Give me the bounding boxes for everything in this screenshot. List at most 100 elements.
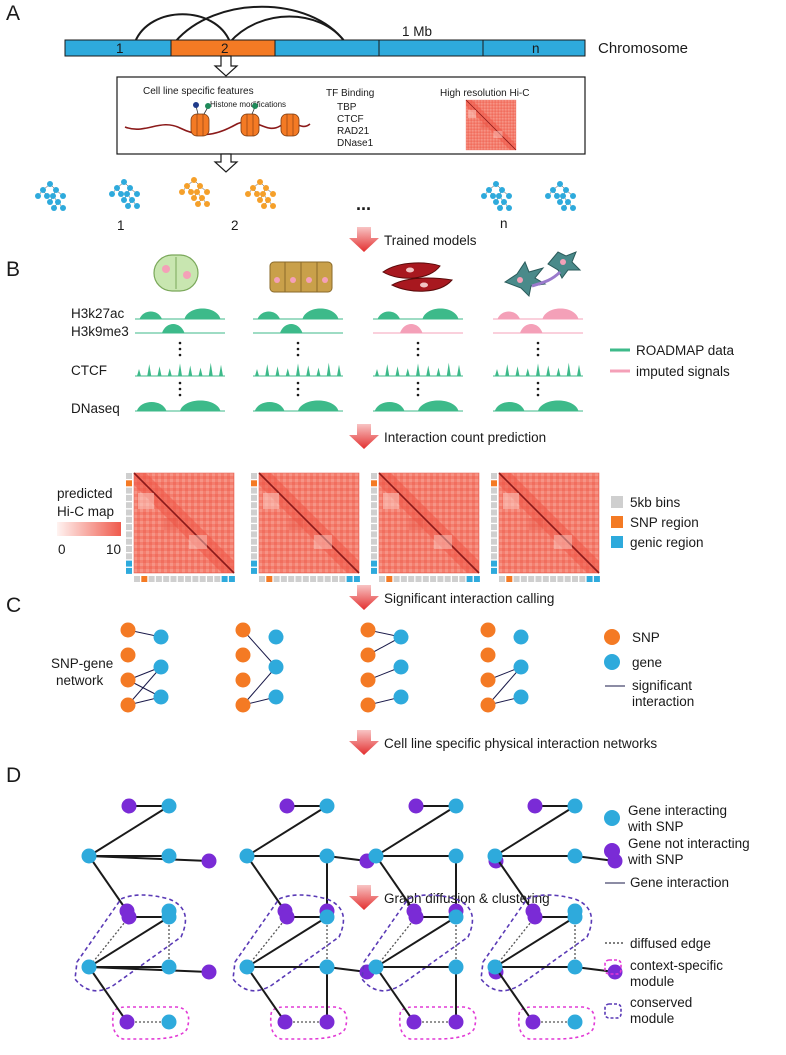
scale-label: 1 Mb [402,24,432,39]
bin-cell [371,538,377,545]
bin-cell [371,516,377,523]
bin-cell [371,487,377,494]
bin-cell [557,576,564,582]
bin-cell [371,494,377,501]
bin-cell [332,576,338,582]
cell-icon [503,251,582,298]
legend-label: conserved [630,995,692,1010]
tree-network [108,178,141,210]
gene-interaction-edge [375,966,415,1023]
histone-mark-icon [205,103,211,109]
bin-cell [126,516,132,523]
gene-not-interacting-node [525,1014,541,1030]
down-arrow-icon [213,55,239,77]
bin-cell [473,576,480,582]
bin-cell [535,576,542,582]
chromosome-bar: 1 2 n 1 Mb Chromosome [64,5,688,57]
tf-item: DNase1 [337,138,374,149]
gene-interaction-edge [88,805,170,857]
ellipsis-dot [536,381,540,385]
legend-label: context-specific [630,958,723,973]
bin-cell [141,576,148,582]
context-specific-module [517,1006,596,1040]
bin-cell [126,494,132,501]
bin-cell [251,531,257,538]
bin-cell [251,524,257,531]
dnaseq-signal [135,400,225,411]
gene-interacting-node [319,909,335,925]
gene-interacting-icon [604,810,620,826]
snp-gene-networks [120,622,529,713]
gene-node [268,659,284,675]
gene-interaction-edge [494,805,576,857]
snp-node [120,672,136,688]
bin-cell [400,576,407,582]
gene-interacting-node [567,1014,583,1030]
bin-cell [126,531,132,538]
gene-interacting-node [368,959,384,975]
step-arrow-icon [349,585,379,610]
bin-cell [415,576,422,582]
bin-cell [371,531,377,538]
bin-cell [170,576,177,582]
snp-gene-network [120,622,169,713]
gene-not-interacting-node [408,798,424,814]
ellipsis-dot [536,387,540,391]
bin-cell [371,560,377,567]
snp-node [480,622,496,638]
chromosome-segment [274,39,380,57]
bin-cell [251,509,257,516]
ctcf-signal [373,362,463,376]
gene-node [393,659,409,675]
snp-node [235,672,251,688]
nucleosome-icon [240,113,260,137]
histone-mark-icon [193,102,199,108]
ellipsis: ... [356,194,371,214]
gene-not-interacting-node [119,1014,135,1030]
legend-label: imputed signals [636,364,730,379]
cell-icon [269,261,333,293]
bin-cell [491,509,497,516]
legend-label: SNP [632,630,660,645]
bin-cell [251,546,257,552]
bin-cell [251,494,257,501]
ellipsis-dot [296,341,300,345]
step-label: Significant interaction calling [384,591,554,606]
bin-cell [550,576,557,582]
conserved-module [74,894,187,992]
snp-node [480,672,496,688]
ellipsis-dot [178,353,182,357]
bin-cell [491,502,497,509]
ellipsis-dot [416,353,420,357]
bin-cell [192,576,199,582]
context-specific-module [111,1006,190,1040]
ellipsis-dot [178,387,182,391]
loop-arc [174,5,346,43]
legend-label: Gene not interacting [628,836,750,851]
legend-label: significant [632,678,692,693]
gene-not-interacting-node [448,1014,464,1030]
gene-not-interacting-node [121,909,137,925]
gene-not-interacting-node [121,798,137,814]
bin-cell [513,576,520,582]
bin-cell [126,473,132,479]
interaction-edge [487,666,522,706]
diffused-edge [494,916,536,968]
ellipsis-dot [416,341,420,345]
bin-cell [491,487,497,494]
bin-cell [579,576,586,582]
gene-not-interacting-node [527,798,543,814]
bin-cell [542,576,549,582]
down-arrow-icon [213,153,239,173]
colorbar: predicted Hi-C map 0 10 [57,486,121,557]
chromosome-segment [482,39,586,57]
gene-not-interacting-node [279,909,295,925]
chromosome-label: Chromosome [598,40,688,57]
bin-cell [564,576,571,582]
gene-interacting-node [319,959,335,975]
interaction-edge [242,666,277,706]
snp-node [360,622,376,638]
diffused-edge [246,916,288,968]
tf-title: TF Binding [326,88,374,99]
h3k27ac-signal [135,308,225,319]
